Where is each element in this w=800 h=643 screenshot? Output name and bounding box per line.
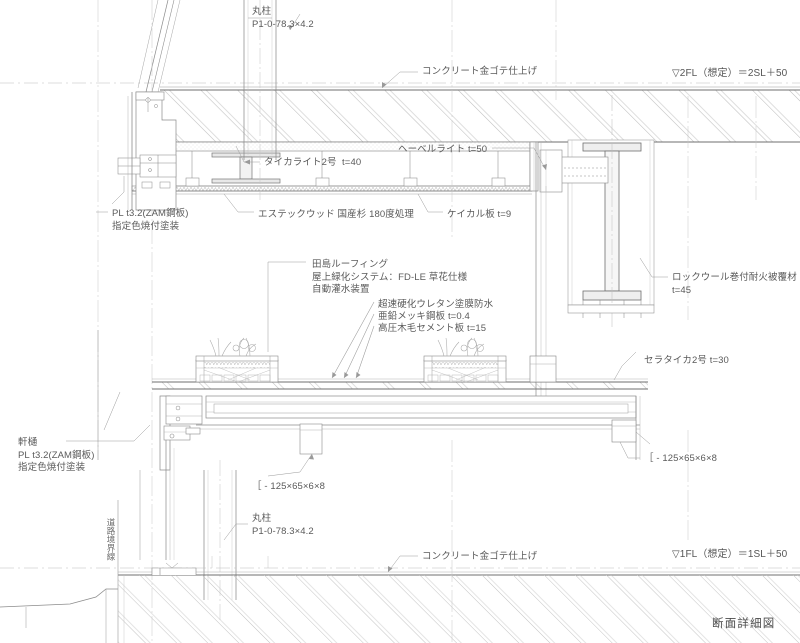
annotation-tajima-roofing: 田島ルーフィング屋上緑化システム：FD-LE 草花仕様自動灌水装置 xyxy=(312,259,468,295)
road-boundary-line-label: 道路境界線 xyxy=(106,518,116,561)
annotation-keikal-board: ケイカル板 t=9 xyxy=(447,209,512,220)
ceiling-i-beam xyxy=(211,152,281,184)
ceiling-package-group xyxy=(131,141,539,195)
steel-column-group xyxy=(539,95,655,330)
channel-section-left xyxy=(267,423,323,477)
annotation-concrete-finish-2fl: コンクリート金ゴテ仕上げ xyxy=(422,66,538,77)
annotation-channel-right: ［ - 125×65×6×8 xyxy=(644,453,717,464)
drawing-title: 断面詳細図 xyxy=(712,618,776,630)
level-marker-1fl: ▽1FL（想定）＝1SL＋50 xyxy=(672,549,788,560)
annotation-urethane-waterproof: 超速硬化ウレタン塗膜防水 xyxy=(378,299,494,310)
level-marker-2fl: ▽2FL（想定）＝2SL＋50 xyxy=(672,68,788,79)
curtain-wall-head-group xyxy=(111,0,181,643)
canopy-structure-group xyxy=(196,395,651,477)
lower-left-facade xyxy=(97,330,141,560)
leader-lines xyxy=(96,71,668,459)
annotation-ceratika-2: セラタイカ2号 t=30 xyxy=(644,355,729,366)
annotation-pl-zam-steel-upper: PL t3.2(ZAM鋼板)指定色焼付塗装 xyxy=(112,208,189,232)
green-roof-group xyxy=(152,261,648,390)
first-floor-slab-group xyxy=(0,500,800,643)
annotation-concrete-finish-1fl: コンクリート金ゴテ仕上げ xyxy=(422,551,538,562)
eaves-gutter-group xyxy=(66,391,203,560)
annotation-zinc-plated-steel: 亜鉛メッキ鋼板 t=0.4 xyxy=(378,311,470,322)
roof-parapet-right xyxy=(529,355,557,383)
annotation-taikalite-2: タイカライト2号 t=40 xyxy=(264,157,362,168)
annotation-wood-wool-cement: 高圧木毛セメント板 t=15 xyxy=(378,323,487,334)
planter-box-right xyxy=(423,337,507,383)
annotation-stech-wood: エステックウッド 国産杉 180度処理 xyxy=(258,209,415,220)
planter-box-left xyxy=(195,337,279,383)
second-floor-slab-group xyxy=(0,82,800,143)
annotation-hebel-light: ヘーベルライト t=50 xyxy=(398,144,488,155)
channel-section-right xyxy=(611,419,651,445)
grid-lines xyxy=(97,0,757,643)
annotation-channel-lower: ［ - 125×65×6×8 xyxy=(252,481,325,492)
